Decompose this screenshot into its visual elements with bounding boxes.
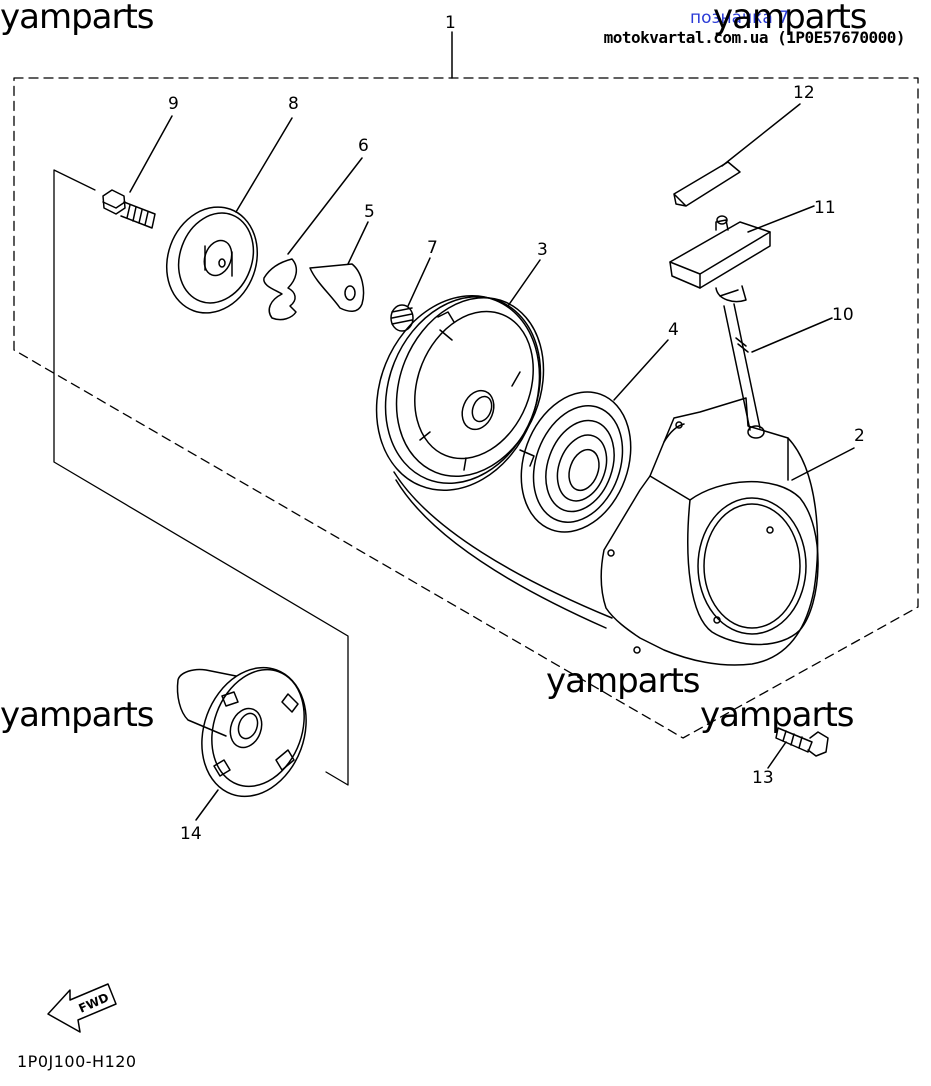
callout-12: 12	[793, 83, 815, 103]
part-3-pulley	[375, 295, 613, 629]
part-11-handle	[669, 215, 771, 303]
callout-3: 3	[537, 240, 548, 260]
leader-14	[195, 789, 219, 821]
callout-5: 5	[364, 202, 375, 222]
leader-11	[747, 205, 815, 233]
leader-10	[751, 317, 833, 353]
part-12-grip	[673, 161, 741, 207]
watermark: yamparts	[713, 0, 868, 37]
callout-10: 10	[832, 305, 854, 325]
leader-7	[407, 257, 431, 307]
part-7-spring	[390, 304, 414, 332]
callout-6: 6	[358, 136, 369, 156]
leader-4	[613, 339, 669, 401]
part-5-pawl	[309, 263, 365, 312]
leader-5	[347, 221, 369, 265]
callout-13: 13	[752, 768, 774, 788]
watermark: yamparts	[0, 0, 155, 37]
watermark: yamparts	[700, 695, 855, 735]
watermark: yamparts	[546, 661, 701, 701]
callout-9: 9	[168, 94, 179, 114]
leader-3	[507, 259, 541, 307]
part-10-rope	[723, 303, 761, 431]
watermark: yamparts	[0, 695, 155, 735]
part-13-bolt	[775, 727, 829, 757]
leader-13	[767, 741, 787, 769]
leader-9	[129, 115, 173, 193]
callout-8: 8	[288, 94, 299, 114]
leader-6	[287, 157, 363, 255]
callout-11: 11	[814, 198, 836, 218]
leader-8	[235, 117, 293, 213]
callout-1: 1	[445, 13, 456, 33]
callout-2: 2	[854, 426, 865, 446]
callout-7: 7	[427, 238, 438, 258]
part-9-bolt	[102, 189, 156, 229]
tag-label: позначка 7	[690, 8, 790, 28]
drawing-code: 1P0J100-H120	[17, 1052, 137, 1071]
callout-4: 4	[668, 320, 679, 340]
part-2-starter-case	[600, 397, 819, 666]
part-14-bracket	[53, 169, 349, 786]
leader-12	[721, 103, 801, 167]
leader-2	[791, 447, 855, 481]
part-14-starter-pulley	[176, 666, 307, 798]
part-6-clip	[263, 258, 298, 321]
part-4-recoil-spring	[519, 391, 632, 533]
assembly-boundary-1	[13, 77, 919, 739]
fwd-arrow	[47, 983, 117, 1033]
callout-14: 14	[180, 824, 202, 844]
source-label: motokvartal.com.ua (1P0E57670000)	[603, 28, 906, 47]
part-8-plate	[165, 206, 259, 314]
